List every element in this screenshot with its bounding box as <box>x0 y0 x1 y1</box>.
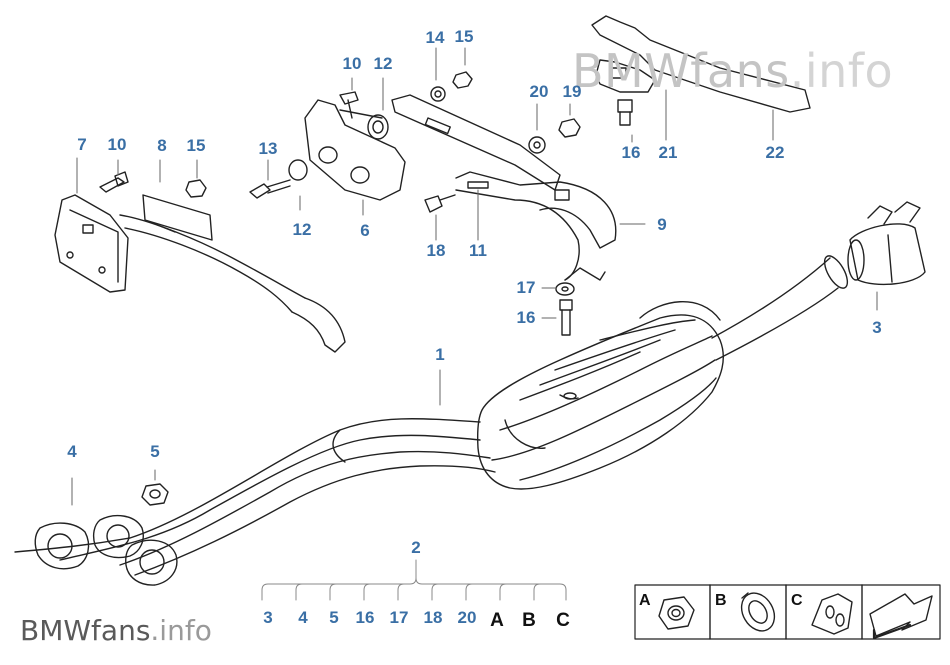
bolt <box>559 299 573 336</box>
bolt <box>99 171 129 193</box>
callout-15-left[interactable]: 15 <box>186 136 206 155</box>
spring-clip-icon <box>811 593 853 635</box>
flange-gasket <box>34 514 178 586</box>
callout-11[interactable]: 11 <box>469 241 487 260</box>
callout-10-left[interactable]: 10 <box>107 135 127 154</box>
arrow-icon <box>869 593 933 640</box>
callout-1[interactable]: 1 <box>435 345 445 364</box>
nut <box>558 118 581 138</box>
nut <box>452 71 473 89</box>
callout-9[interactable]: 9 <box>657 215 667 234</box>
rubber-grommet <box>288 114 389 181</box>
callout-22[interactable]: 22 <box>765 143 785 162</box>
kit-bracket <box>261 559 567 601</box>
bolt <box>424 194 456 213</box>
callout-20[interactable]: 20 <box>529 82 549 101</box>
callout-4[interactable]: 4 <box>67 442 77 461</box>
legend-box <box>634 584 941 640</box>
callout-6[interactable]: 6 <box>360 221 370 240</box>
callout-8[interactable]: 8 <box>157 136 167 155</box>
callout-15-top[interactable]: 15 <box>454 27 474 46</box>
nut <box>185 179 207 198</box>
kit-item[interactable]: 20 <box>457 608 477 627</box>
left-bracket <box>54 194 346 353</box>
callout-7[interactable]: 7 <box>77 135 87 154</box>
hanger-bracket <box>391 94 617 281</box>
leader-lines <box>71 47 878 506</box>
kit-item[interactable]: 5 <box>329 608 339 627</box>
kit-item[interactable]: 4 <box>298 608 308 627</box>
kit-item[interactable]: 17 <box>389 608 409 627</box>
gasket-ring-icon <box>740 592 776 632</box>
legend-label-a: A <box>639 592 651 609</box>
washer <box>555 282 575 296</box>
callout-13[interactable]: 13 <box>258 139 278 158</box>
kit-item[interactable]: B <box>522 610 536 631</box>
kit-item[interactable]: 3 <box>263 608 273 627</box>
callout-12-left[interactable]: 12 <box>292 220 312 239</box>
rear-hanger <box>591 15 811 113</box>
callout-18[interactable]: 18 <box>426 241 446 260</box>
bolt <box>339 91 359 119</box>
front-pipe <box>14 418 496 576</box>
callout-3[interactable]: 3 <box>872 318 882 337</box>
callout-17[interactable]: 17 <box>516 278 536 297</box>
nut <box>141 483 169 506</box>
callout-5[interactable]: 5 <box>150 442 160 461</box>
support-bracket <box>304 99 406 201</box>
bolt <box>617 99 633 126</box>
legend-label-b: B <box>715 592 727 609</box>
kit-item[interactable]: 16 <box>355 608 375 627</box>
callout-19[interactable]: 19 <box>562 82 582 101</box>
callout-2[interactable]: 2 <box>411 538 421 557</box>
callout-14[interactable]: 14 <box>425 28 445 47</box>
bolt <box>249 179 291 199</box>
watermark-bottom: BMWfans.info <box>20 614 212 647</box>
callout-16-bottom[interactable]: 16 <box>516 308 536 327</box>
kit-item[interactable]: C <box>556 610 570 631</box>
washer <box>430 86 446 102</box>
pipe-clamp <box>847 201 926 286</box>
callout-21[interactable]: 21 <box>658 143 678 162</box>
hex-nut-icon <box>658 596 695 630</box>
washer <box>528 136 546 154</box>
callout-12-top[interactable]: 12 <box>373 54 393 73</box>
kit-item[interactable]: A <box>490 610 504 631</box>
legend-label-c: C <box>791 592 803 609</box>
callout-16-top[interactable]: 16 <box>621 143 641 162</box>
watermark-top: BMWfans.info <box>572 44 894 98</box>
catalytic-converter <box>476 255 849 490</box>
callout-10-center[interactable]: 10 <box>342 54 362 73</box>
kit-item[interactable]: 18 <box>423 608 443 627</box>
